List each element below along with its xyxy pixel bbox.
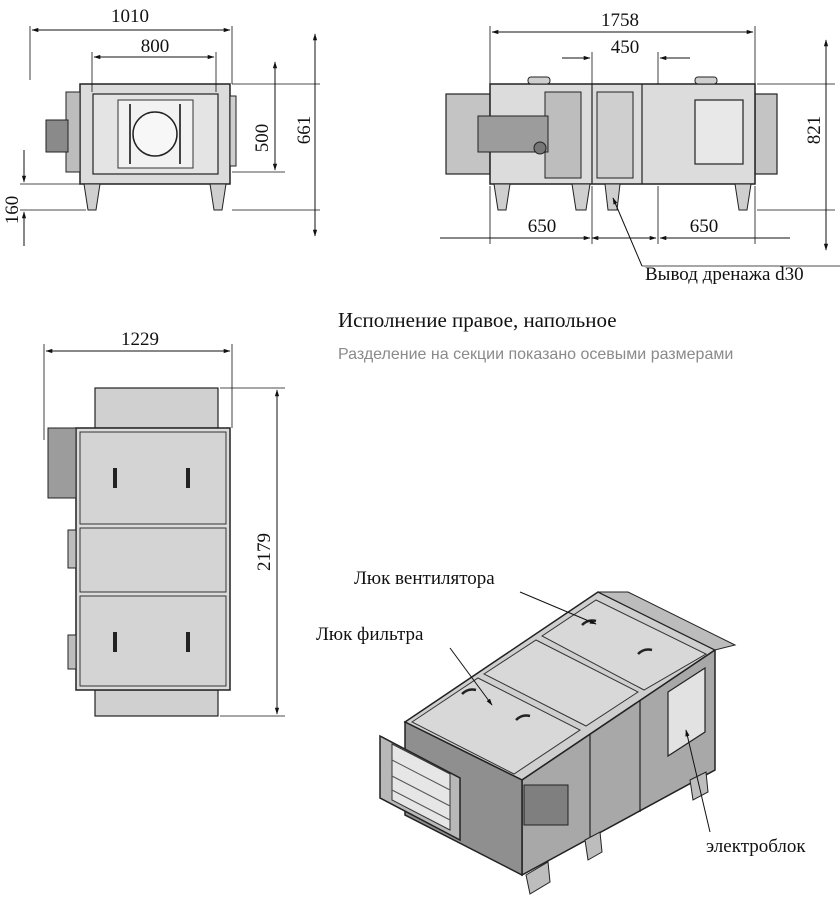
isometric-view: Люк вентилятора Люк фильтра электроблок <box>316 568 806 895</box>
drain-label: Вывод дренажа d30 <box>645 264 804 285</box>
filter-hatch-label: Люк фильтра <box>316 624 424 645</box>
side-leg-3 <box>604 183 621 211</box>
top-valve-assembly <box>47 427 77 499</box>
side-leg-4 <box>734 183 752 211</box>
side-view: 1758 450 821 650 650 Вывод дренажа d30 <box>440 10 840 285</box>
top-side-fitting <box>67 529 77 569</box>
top-duct-top <box>94 387 219 429</box>
side-duct-right <box>754 93 778 175</box>
front-view-leg-right <box>209 183 227 211</box>
top-view: 1229 2179 <box>43 329 285 717</box>
iso-handle-2 <box>515 714 531 721</box>
iso-valve-assembly <box>523 784 569 826</box>
top-panel-2 <box>79 527 227 593</box>
side-leg-1 <box>493 183 511 211</box>
drain-leader-line <box>612 197 643 267</box>
front-height-dim: 661 <box>294 116 315 145</box>
side-section-dim: 450 <box>611 37 640 58</box>
fan-hatch-leader <box>519 591 597 625</box>
front-opening-dim: 500 <box>252 124 273 153</box>
front-view-valve <box>45 119 69 153</box>
top-panel-1 <box>79 431 227 525</box>
side-electrical-box <box>694 99 744 165</box>
side-door-2 <box>596 91 634 179</box>
side-length-dim: 1758 <box>601 10 639 31</box>
iso-electrical-box <box>667 666 706 758</box>
front-inner-dim: 800 <box>141 36 170 57</box>
iso-damper-blades <box>391 743 451 831</box>
side-right-dim: 650 <box>690 216 719 237</box>
side-leg-2 <box>571 183 591 211</box>
page-title: Исполнение правое, напольное <box>338 308 617 332</box>
top-handle-2 <box>186 468 190 488</box>
side-handle-2 <box>694 76 718 85</box>
front-view-leg-left <box>83 183 101 211</box>
iso-leg-1 <box>525 861 551 895</box>
side-handle-1 <box>527 76 551 85</box>
front-width-dim: 1010 <box>111 6 149 27</box>
electrical-label: электроблок <box>706 836 806 857</box>
iso-blade-3 <box>391 789 451 821</box>
iso-leg-2 <box>584 831 603 861</box>
top-panel-3 <box>79 595 227 687</box>
front-leg-dim: 160 <box>2 196 23 225</box>
iso-blade-1 <box>391 759 451 791</box>
top-handle-1 <box>113 468 117 488</box>
front-view: 1010 800 661 500 160 <box>2 6 320 246</box>
top-electrical-side <box>67 634 77 670</box>
top-duct-bottom <box>94 689 219 717</box>
iso-far-duct <box>597 591 737 651</box>
section-note: Разделение на секции показано осевыми ра… <box>338 346 734 363</box>
top-width-dim: 1229 <box>121 329 159 350</box>
electrical-leader <box>685 729 711 833</box>
side-left-dim: 650 <box>528 216 557 237</box>
side-height-dim: 821 <box>804 116 825 145</box>
side-door-1 <box>544 91 582 179</box>
top-length-dim: 2179 <box>254 533 275 571</box>
side-pump-icon <box>533 141 547 155</box>
fan-hatch-label: Люк вентилятора <box>354 568 495 589</box>
top-handle-4 <box>186 632 190 652</box>
iso-filter-hatch <box>411 677 581 775</box>
front-view-right-edge <box>229 95 237 167</box>
top-handle-3 <box>113 632 117 652</box>
iso-handle-4 <box>637 648 653 655</box>
front-view-fan-circle <box>132 111 178 157</box>
iso-blade-2 <box>391 775 451 807</box>
iso-middle-panel <box>483 639 639 727</box>
filter-hatch-leader <box>449 647 493 706</box>
iso-handle-1 <box>461 688 477 695</box>
